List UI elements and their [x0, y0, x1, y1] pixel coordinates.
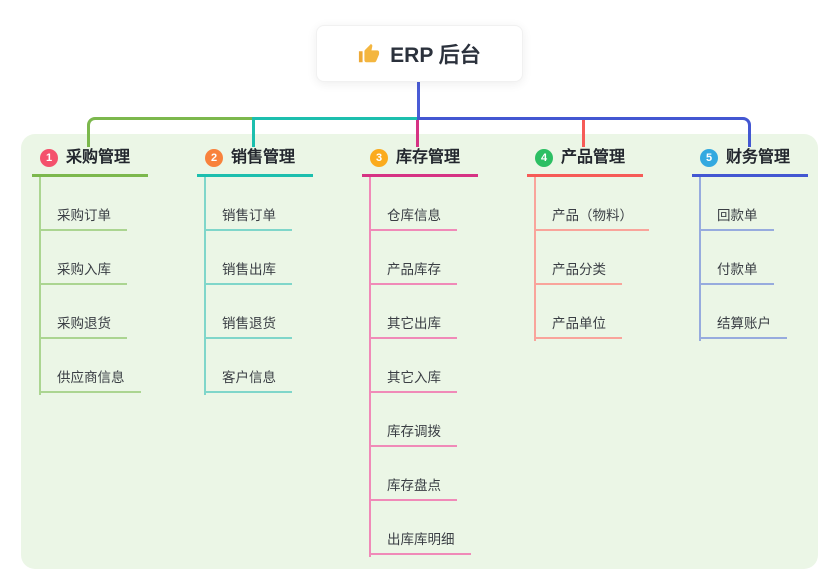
child-node: 客户信息 [204, 339, 357, 393]
branch-vline [369, 177, 371, 557]
branch-label: 财务管理 [726, 149, 791, 166]
branch-product: 4 产品管理 产品（物料） 产品分类 产品单位 [527, 147, 687, 341]
child-node: 其它入库 [369, 339, 522, 393]
child-node: 销售出库 [204, 231, 357, 285]
child-label[interactable]: 采购退货 [39, 315, 127, 339]
child-node: 销售订单 [204, 177, 357, 231]
child-node: 采购订单 [39, 177, 192, 231]
child-node: 销售退货 [204, 285, 357, 339]
branch-label: 库存管理 [396, 149, 461, 166]
branch-label: 销售管理 [231, 149, 296, 166]
child-label[interactable]: 库存盘点 [369, 477, 457, 501]
connector-bus-green [87, 117, 254, 147]
child-label[interactable]: 采购订单 [39, 207, 127, 231]
root-node[interactable]: ERP 后台 [316, 25, 523, 82]
child-node: 其它出库 [369, 285, 522, 339]
child-label[interactable]: 客户信息 [204, 369, 292, 393]
child-node: 采购退货 [39, 285, 192, 339]
child-label[interactable]: 销售出库 [204, 261, 292, 285]
child-label[interactable]: 产品单位 [534, 315, 622, 339]
child-label[interactable]: 回款单 [699, 207, 774, 231]
branch-label: 产品管理 [561, 149, 626, 166]
branches-panel [21, 134, 818, 569]
branch-vline [204, 177, 206, 395]
child-node: 付款单 [699, 231, 839, 285]
badge-4: 4 [535, 149, 553, 167]
child-node: 产品单位 [534, 285, 687, 339]
branch-vline [39, 177, 41, 395]
connector-bus-teal [252, 117, 418, 147]
child-label[interactable]: 产品库存 [369, 261, 457, 285]
child-node: 出库库明细 [369, 501, 522, 555]
child-label[interactable]: 其它出库 [369, 315, 457, 339]
child-label[interactable]: 仓库信息 [369, 207, 457, 231]
child-label[interactable]: 供应商信息 [39, 369, 141, 393]
branch-vline [534, 177, 536, 341]
connector-bus-blue [417, 117, 751, 147]
branch-finance: 5 财务管理 回款单 付款单 结算账户 [692, 147, 839, 341]
child-label[interactable]: 库存调拨 [369, 423, 457, 447]
branch-header-sales[interactable]: 2 销售管理 [197, 147, 314, 177]
child-node: 产品库存 [369, 231, 522, 285]
branch-header-inventory[interactable]: 3 库存管理 [362, 147, 479, 177]
connector-drop-product [582, 120, 585, 147]
child-node: 采购入库 [39, 231, 192, 285]
branch-header-finance[interactable]: 5 财务管理 [692, 147, 809, 177]
branch-vline [699, 177, 701, 341]
child-node: 库存盘点 [369, 447, 522, 501]
branch-header-purchase[interactable]: 1 采购管理 [32, 147, 149, 177]
branch-header-product[interactable]: 4 产品管理 [527, 147, 644, 177]
child-label[interactable]: 其它入库 [369, 369, 457, 393]
child-node: 仓库信息 [369, 177, 522, 231]
child-node: 库存调拨 [369, 393, 522, 447]
branch-inventory: 3 库存管理 仓库信息 产品库存 其它出库 其它入库 库存调拨 库存盘点 出库库… [362, 147, 522, 557]
badge-1: 1 [40, 149, 58, 167]
connector-drop-inventory [416, 120, 419, 147]
child-label[interactable]: 产品分类 [534, 261, 622, 285]
root-label: ERP 后台 [390, 43, 481, 67]
badge-2: 2 [205, 149, 223, 167]
connector-root [417, 82, 420, 120]
child-node: 结算账户 [699, 285, 839, 339]
thumbs-up-icon [358, 43, 380, 65]
child-node: 产品（物料） [534, 177, 687, 231]
child-node: 回款单 [699, 177, 839, 231]
child-label[interactable]: 产品（物料） [534, 207, 649, 231]
child-label[interactable]: 出库库明细 [369, 531, 471, 555]
branch-sales: 2 销售管理 销售订单 销售出库 销售退货 客户信息 [197, 147, 357, 395]
badge-5: 5 [700, 149, 718, 167]
child-node: 供应商信息 [39, 339, 192, 393]
child-label[interactable]: 付款单 [699, 261, 774, 285]
child-label[interactable]: 销售退货 [204, 315, 292, 339]
child-label[interactable]: 采购入库 [39, 261, 127, 285]
branch-label: 采购管理 [66, 149, 131, 166]
child-label[interactable]: 结算账户 [699, 315, 787, 339]
branch-purchase: 1 采购管理 采购订单 采购入库 采购退货 供应商信息 [32, 147, 192, 395]
badge-3: 3 [370, 149, 388, 167]
child-node: 产品分类 [534, 231, 687, 285]
child-label[interactable]: 销售订单 [204, 207, 292, 231]
